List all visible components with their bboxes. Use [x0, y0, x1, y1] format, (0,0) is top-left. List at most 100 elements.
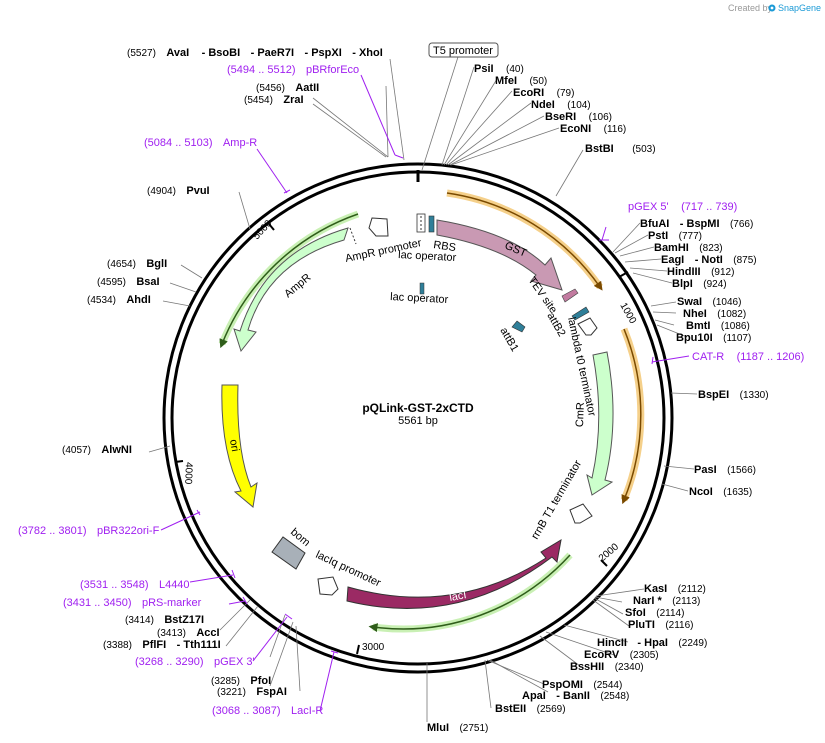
attb2-feature[interactable]	[571, 306, 590, 321]
lambda-t0-terminator-feature[interactable]	[577, 317, 598, 336]
label-hindiii[interactable]: HindIII (912)	[667, 262, 734, 279]
enzyme-label[interactable]: NdeI	[531, 99, 555, 111]
label-amp-r[interactable]: (5084 .. 5103) Amp-R	[144, 133, 257, 150]
primer-label[interactable]: (3068 .. 3087)	[212, 705, 281, 717]
ampr-primer-arrow[interactable]	[219, 213, 359, 349]
label-mfei[interactable]: MfeI (50)	[495, 71, 547, 88]
enzyme-label[interactable]: ApaI	[522, 690, 546, 702]
label-bmti[interactable]: BmtI (1086)	[686, 316, 750, 333]
enzyme-label[interactable]: HindIII	[667, 266, 701, 278]
label-pbrforeco[interactable]: (5494 .. 5512) pBRforEco	[227, 60, 359, 77]
enzyme-label[interactable]: NheI	[683, 308, 707, 320]
label-bstbi[interactable]: BstBI (503)	[585, 139, 656, 156]
label-bpu10i[interactable]: Bpu10I (1107)	[676, 328, 751, 345]
label-pbr322ori-f[interactable]: (3782 .. 3801) pBR322ori-F	[18, 521, 160, 538]
enzyme-label[interactable]: PasI	[694, 464, 717, 476]
label-aatii[interactable]: (5456) AatII	[256, 78, 319, 95]
label-ecori[interactable]: EcoRI (79)	[513, 83, 574, 100]
enzyme-label[interactable]: FspAI	[256, 686, 287, 698]
primer-label[interactable]: pGEX 5'	[628, 201, 669, 213]
label-sfoi[interactable]: SfoI (2114)	[625, 603, 684, 620]
primer-label[interactable]: (717 .. 739)	[681, 201, 737, 213]
label-bspei[interactable]: BspEI (1330)	[698, 385, 769, 402]
enzyme-label[interactable]: PstI	[648, 230, 668, 242]
label-bsshii[interactable]: BssHII (2340)	[570, 657, 644, 674]
enzyme-label[interactable]: PfoI	[250, 675, 271, 687]
primer-label[interactable]: pBR322ori-F	[97, 525, 160, 537]
label-ahdi[interactable]: (4534) AhdI	[87, 290, 151, 307]
enzyme-label[interactable]: ZraI	[283, 94, 303, 106]
label-cat-r[interactable]: CAT-R (1187 .. 1206)	[692, 347, 804, 364]
label-blpi[interactable]: BlpI (924)	[672, 274, 727, 291]
label-pvui[interactable]: (4904) PvuI	[147, 181, 210, 198]
label-pflfi-tth111i[interactable]: (3388) PflFI - Tth111I	[103, 635, 221, 652]
tev-site-feature[interactable]	[561, 288, 579, 303]
enzyme-label[interactable]: PspOMI	[542, 679, 583, 691]
enzyme-label[interactable]: - BspMI	[680, 218, 720, 230]
label-laci-r[interactable]: (3068 .. 3087) LacI-R	[212, 701, 323, 718]
cmr-primer-arrow[interactable]	[621, 328, 642, 505]
enzyme-label[interactable]: - BanII	[556, 690, 590, 702]
enzyme-label[interactable]: KasI	[644, 583, 667, 595]
t5-promoter-feature[interactable]	[416, 213, 426, 233]
primer-label[interactable]: pRS-marker	[142, 597, 202, 609]
enzyme-label[interactable]: BseRI	[545, 111, 576, 123]
enzyme-label[interactable]: EcoNI	[560, 123, 591, 135]
enzyme-label[interactable]: BstBI	[585, 143, 614, 155]
label-pfoi[interactable]: (3285) PfoI	[211, 671, 271, 688]
label-ecorv[interactable]: EcoRV (2305)	[584, 645, 659, 662]
enzyme-label[interactable]: EcoRV	[584, 649, 620, 661]
primer-label[interactable]: pBRforEco	[306, 64, 359, 76]
laci-feature[interactable]	[346, 539, 562, 609]
lac-operator-feature[interactable]	[419, 282, 425, 295]
label-nari[interactable]: NarI * (2113)	[633, 591, 700, 608]
enzyme-label[interactable]: PvuI	[186, 185, 209, 197]
enzyme-label[interactable]: BstEII	[495, 703, 526, 715]
enzyme-avai[interactable]: AvaI	[166, 47, 189, 59]
enzyme-label[interactable]: AlwNI	[101, 444, 132, 456]
ori-feature[interactable]	[221, 384, 258, 508]
enzyme-xhoi[interactable]: - XhoI	[352, 47, 383, 59]
label-alwni[interactable]: (4057) AlwNI	[62, 440, 132, 457]
label-bgli[interactable]: (4654) BglI	[107, 254, 167, 271]
ampr-promoter-feature[interactable]	[368, 217, 389, 237]
enzyme-label[interactable]: BsaI	[136, 276, 159, 288]
enzyme-label[interactable]: SwaI	[677, 296, 702, 308]
enzyme-label[interactable]: AccI	[196, 627, 219, 639]
label-ndei[interactable]: NdeI (104)	[531, 95, 591, 112]
attb1-feature[interactable]	[511, 320, 526, 333]
bom-feature[interactable]	[271, 536, 306, 570]
enzyme-label[interactable]: BamHI	[654, 242, 689, 254]
enzyme-label[interactable]: - HpaI	[637, 637, 668, 649]
label-l4440[interactable]: (3531 .. 3548) L4440	[80, 575, 190, 592]
primer-label[interactable]: pGEX 3'	[214, 656, 255, 668]
label-bsteii[interactable]: BstEII (2569)	[495, 699, 566, 716]
enzyme-label[interactable]: - NotI	[695, 254, 723, 266]
enzyme-label[interactable]: BmtI	[686, 320, 710, 332]
label-prs-marker[interactable]: (3431 .. 3450) pRS-marker	[63, 593, 202, 610]
enzyme-label[interactable]: AhdI	[126, 294, 150, 306]
label-mlui[interactable]: MluI (2751)	[427, 718, 488, 735]
label-bseri[interactable]: BseRI (106)	[545, 107, 612, 124]
label-kasi[interactable]: KasI (2112)	[644, 579, 706, 596]
primer-label[interactable]: (1187 .. 1206)	[737, 351, 805, 363]
enzyme-label[interactable]: NcoI	[689, 486, 713, 498]
primer-label[interactable]: LacI-R	[291, 705, 323, 717]
label-ncoi[interactable]: NcoI (1635)	[689, 482, 752, 499]
label-pluti[interactable]: PluTI (2116)	[628, 615, 694, 632]
ampr-feature[interactable]	[233, 227, 349, 353]
primer-label[interactable]: (3431 .. 3450)	[63, 597, 132, 609]
label-pspomi[interactable]: PspOMI (2544)	[542, 675, 622, 692]
label-avai-group[interactable]: (5527) AvaI - BsoBI - PaeR7I - PspXI - X…	[127, 43, 383, 60]
enzyme-label[interactable]: MfeI	[495, 75, 517, 87]
credit-brand[interactable]: SnapGene	[778, 3, 821, 13]
enzyme-label[interactable]: BssHII	[570, 661, 604, 673]
enzyme-label[interactable]: AatII	[295, 82, 319, 94]
primer-label[interactable]: (3531 .. 3548)	[80, 579, 149, 591]
enzyme-label[interactable]: EagI	[661, 254, 684, 266]
primer-label[interactable]: (5084 .. 5103)	[144, 137, 213, 149]
label-psii[interactable]: PsiI (40)	[474, 59, 524, 76]
label-apai-banii[interactable]: ApaI - BanII (2548)	[522, 686, 629, 703]
gst-feature[interactable]	[436, 219, 563, 291]
primer-label[interactable]: Amp-R	[223, 137, 257, 149]
